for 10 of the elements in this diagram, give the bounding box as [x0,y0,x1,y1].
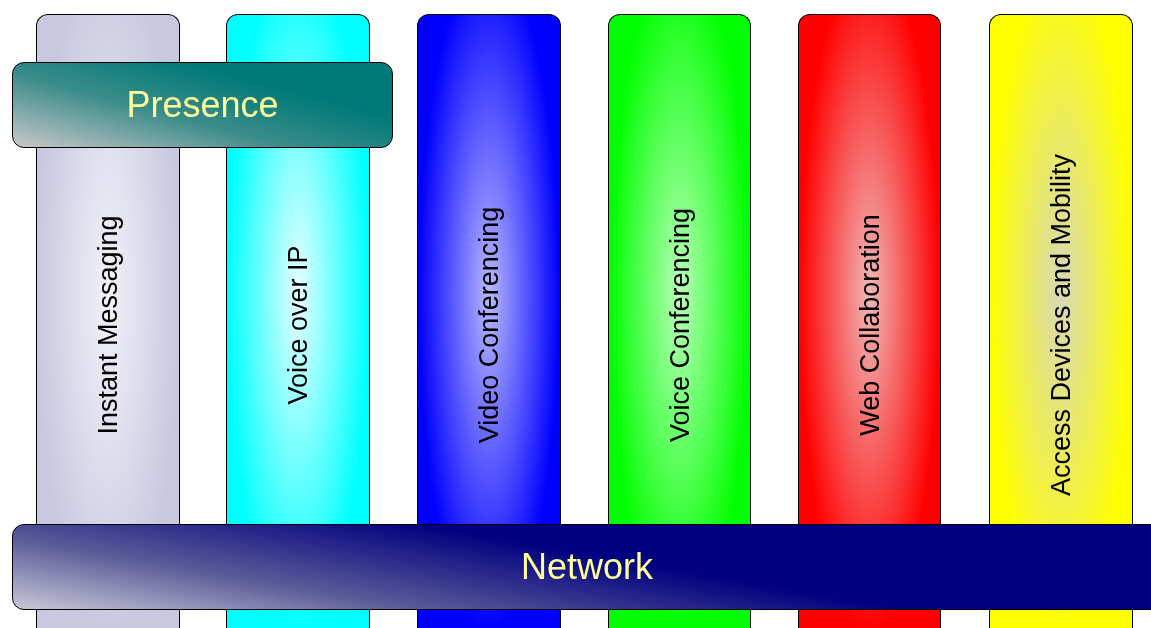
pillar-label: Voice Conferencing [664,207,695,443]
pillar-label: Access Devices and Mobility [1045,153,1077,497]
presence-band [12,62,393,148]
pillar-label: Voice over IP [282,245,314,405]
band-label: Network [520,546,654,588]
pillar-label: Instant Messaging [92,215,124,435]
band-label: Presence [125,84,280,126]
network-band [12,524,1151,610]
pillar-label: Video Conferencing [473,206,505,444]
pillar-label: Web Collaboration [854,214,885,436]
